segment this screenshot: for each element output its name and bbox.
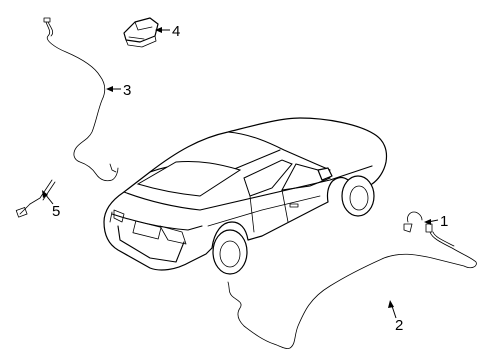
callout-label-5: 5 [52,203,60,220]
callout-1: 1 [424,213,448,230]
callout-5: 5 [42,190,60,220]
callout-label-1: 1 [440,213,448,230]
part-4-antenna-module [123,17,159,48]
part-5-antenna-lead [15,179,56,218]
callout-label-4: 4 [172,23,180,40]
callout-label-2: 2 [395,317,403,334]
callout-4: 4 [155,23,180,40]
callout-label-3: 3 [123,82,131,99]
callout-2: 2 [388,300,403,334]
part-2-cable [227,231,477,349]
part-3-cable [43,17,119,182]
car-illustration [103,117,388,275]
callout-3: 3 [106,82,131,99]
